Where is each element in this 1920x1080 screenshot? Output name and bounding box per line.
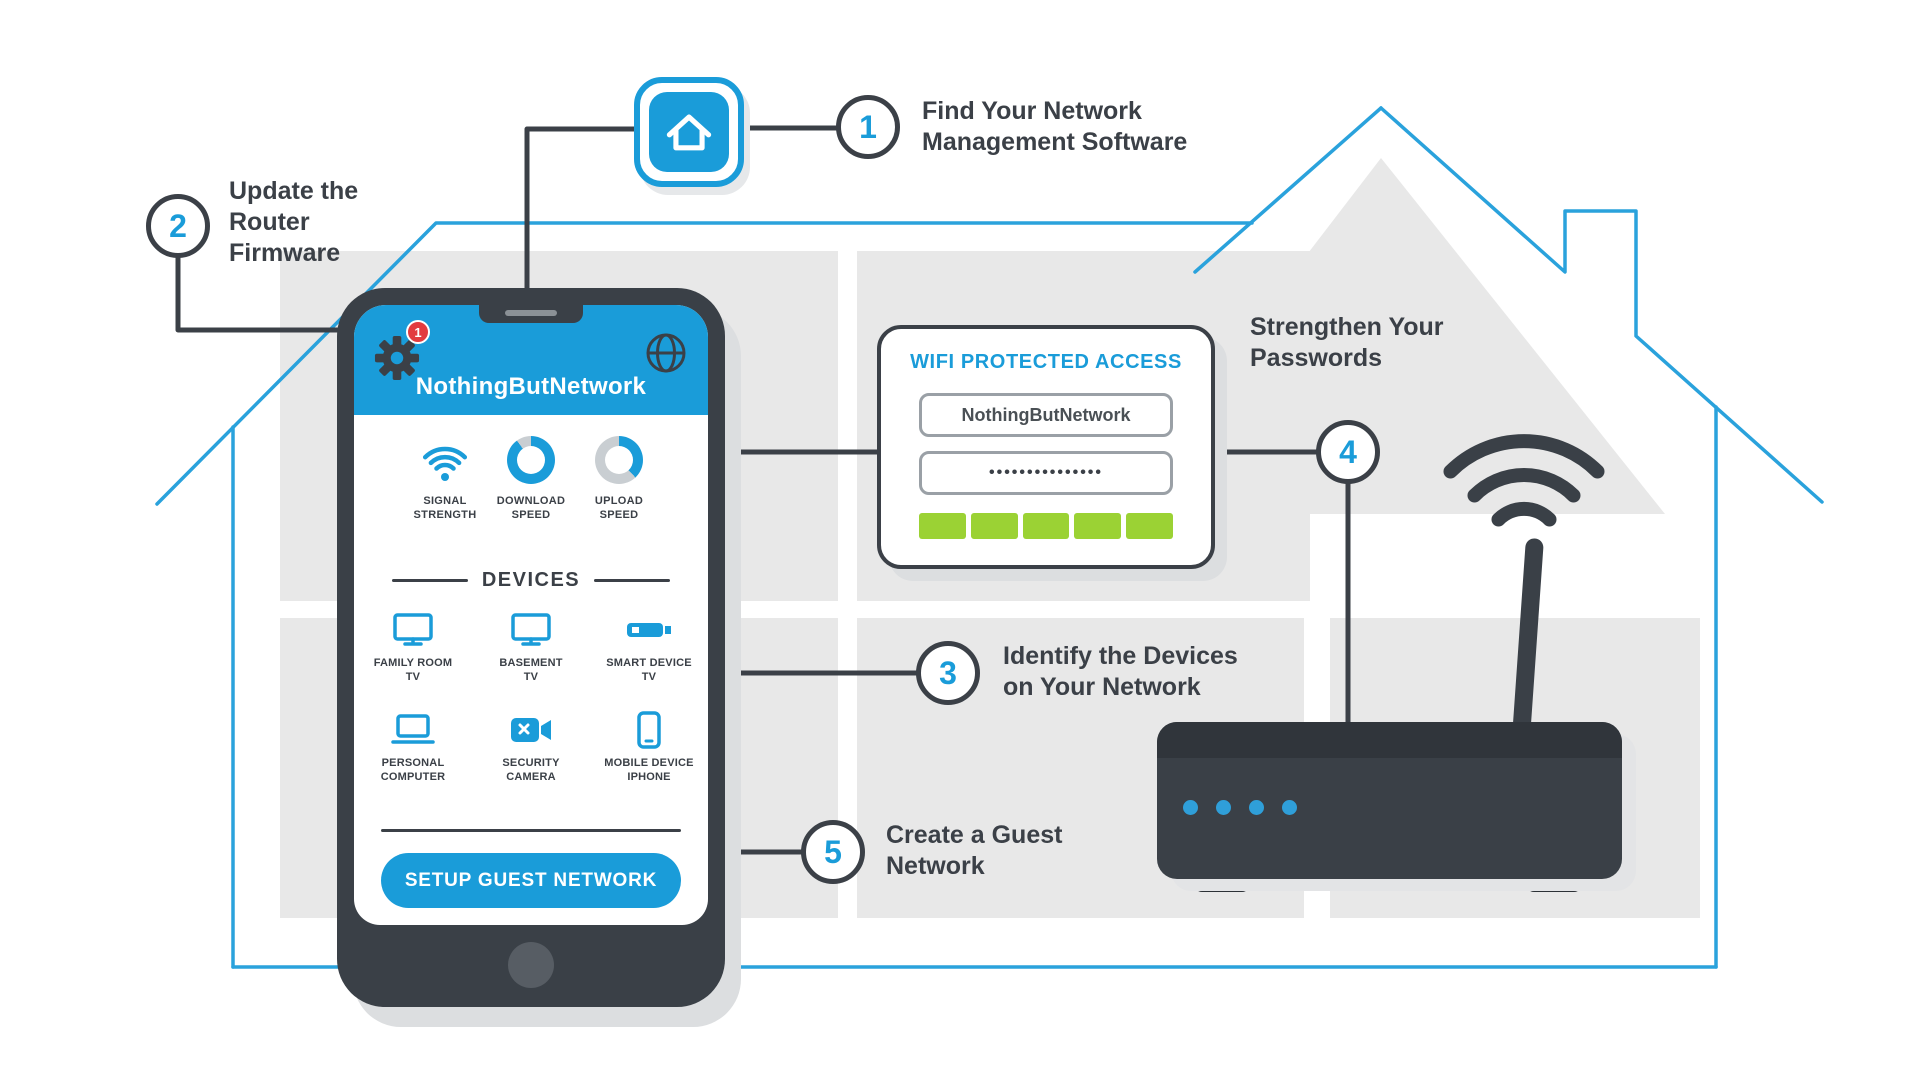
device-label-line: CAMERA (506, 770, 556, 783)
device-grid: FAMILY ROOM TV BASEMENT TV (354, 609, 708, 784)
home-app-icon-tile (649, 92, 729, 172)
step-label-line: Management Software (922, 128, 1188, 156)
device-label-line: IPHONE (627, 770, 671, 783)
step-label-line: Router (229, 208, 310, 236)
stat-label-line: STRENGTH (413, 509, 477, 522)
step-circle-2: 2 (146, 194, 210, 258)
phone-home-button[interactable] (508, 942, 554, 988)
step-label-line: Create a Guest (886, 821, 1063, 849)
stat-label-line: SPEED (599, 509, 639, 522)
device-security-camera: SECURITY CAMERA (479, 709, 583, 785)
network-name-input[interactable]: NothingButNetwork (919, 393, 1173, 437)
device-basement-tv: BASEMENT TV (479, 609, 583, 685)
laptop-icon (391, 713, 435, 744)
step-label-line: Firmware (229, 239, 341, 267)
router-led (1216, 800, 1231, 815)
strength-segment (919, 513, 966, 539)
strength-segment (1022, 513, 1070, 539)
step-label-3: Identify the Devices on Your Network (1003, 641, 1238, 703)
device-label-line: COMPUTER (380, 770, 446, 783)
router-led (1249, 800, 1264, 815)
house-icon (666, 114, 712, 151)
device-label-line: FAMILY ROOM (373, 657, 453, 669)
router (1157, 722, 1622, 879)
wifi-signal-icon (422, 446, 468, 481)
step-label-5: Create a Guest Network (886, 820, 1062, 882)
divider-line (391, 579, 468, 582)
device-mobile-iphone: MOBILE DEVICE IPHONE (597, 709, 701, 785)
step-label-line: Find Your Network (922, 97, 1142, 125)
setup-guest-network-button[interactable]: SETUP GUEST NETWORK (381, 853, 681, 908)
streaming-stick-icon (627, 623, 671, 637)
gear-icon[interactable] (374, 335, 420, 381)
device-label-line: PERSONAL (381, 756, 445, 769)
wifi-waves-icon (1443, 434, 1605, 527)
strength-segment (970, 513, 1018, 539)
router-led (1183, 800, 1198, 815)
step-label-line: Passwords (1250, 344, 1383, 372)
devices-header-label: DEVICES (481, 569, 581, 591)
stat-signal-strength: SIGNAL STRENGTH (395, 433, 495, 523)
smartphone-mockup: 1 NothingButNetwork (337, 288, 725, 1007)
device-label-line: SMART DEVICE (606, 657, 692, 669)
device-label-line: TV (523, 671, 539, 684)
stat-label-line: SPEED (511, 509, 551, 522)
stat-upload-speed: UPLOAD SPEED (569, 433, 669, 523)
home-app-icon[interactable] (634, 77, 744, 187)
notification-badge: 1 (406, 320, 430, 344)
stat-label-line: SIGNAL (423, 495, 467, 507)
password-input[interactable]: ••••••••••••••• (919, 451, 1173, 495)
step-circle-3: 3 (916, 641, 980, 705)
connector-appicon-to-phone (524, 126, 651, 308)
step-label-1: Find Your Network Management Software (922, 96, 1187, 158)
upload-speed-gauge (595, 436, 643, 484)
device-label-line: BASEMENT (499, 657, 563, 669)
wpa-card: WIFI PROTECTED ACCESS NothingButNetwork … (877, 325, 1215, 569)
step-label-line: Update the (229, 177, 359, 205)
device-family-room-tv: FAMILY ROOM TV (361, 609, 465, 685)
wpa-card-title: WIFI PROTECTED ACCESS (910, 351, 1182, 373)
divider-line (594, 579, 671, 582)
step-label-line: Network (886, 852, 985, 880)
device-label-line: SECURITY (502, 756, 560, 769)
device-smart-device-tv: SMART DEVICE TV (597, 609, 701, 685)
device-personal-computer: PERSONAL COMPUTER (361, 709, 465, 785)
stat-download-speed: DOWNLOAD SPEED (481, 433, 581, 523)
router-top-panel (1157, 722, 1622, 758)
step-circle-1: 1 (836, 95, 900, 159)
section-divider (381, 829, 681, 832)
device-label-line: MOBILE DEVICE (604, 756, 694, 769)
network-stats: SIGNAL STRENGTH DOWNLOAD SPEED (354, 433, 708, 565)
step-label-line: on Your Network (1003, 673, 1201, 701)
app-header: 1 NothingButNetwork (354, 305, 708, 415)
connector-step2 (175, 245, 353, 333)
step-label-line: Identify the Devices (1003, 642, 1238, 670)
step-label-2: Update the Router Firmware (229, 176, 358, 269)
device-label-line: TV (641, 671, 657, 684)
stat-label-line: UPLOAD (594, 495, 644, 507)
step-circle-5: 5 (801, 820, 865, 884)
app-title: NothingButNetwork (415, 373, 647, 400)
tv-icon (393, 613, 433, 646)
video-camera-icon (511, 717, 551, 742)
globe-icon[interactable] (644, 331, 688, 375)
phone-screen: 1 NothingButNetwork (354, 305, 708, 925)
smartphone-icon (637, 710, 661, 749)
device-label-line: TV (405, 671, 421, 684)
tv-icon (511, 613, 551, 646)
devices-section-header: DEVICES (354, 569, 708, 592)
stat-label-line: DOWNLOAD (496, 495, 566, 507)
password-strength-bar (919, 513, 1173, 539)
roof-and-chimney (1379, 106, 1824, 504)
strength-segment (1126, 513, 1173, 539)
step-label-line: Strengthen Your (1250, 313, 1444, 341)
router-led (1282, 800, 1297, 815)
strength-segment (1074, 513, 1122, 539)
step-label-4: Strengthen Your Passwords (1250, 312, 1444, 374)
download-speed-gauge (507, 436, 555, 484)
step-circle-4: 4 (1316, 420, 1380, 484)
phone-notch (479, 305, 583, 323)
connector-lines (175, 125, 1351, 855)
phone-speaker (505, 310, 557, 316)
